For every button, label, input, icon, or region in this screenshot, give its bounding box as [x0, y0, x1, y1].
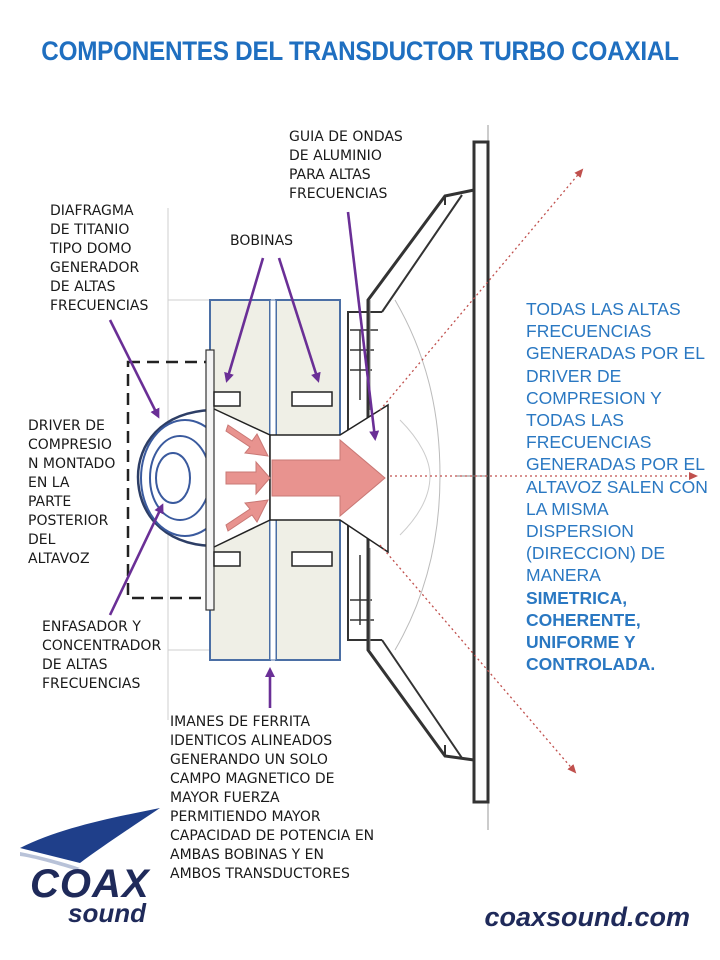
callout-arrows	[108, 211, 380, 708]
note-emphasis-1: SIMETRICA,	[526, 587, 628, 608]
logo-word-coax: COAX	[30, 862, 150, 906]
dispersion-note-text: TODAS LAS ALTAS FRECUENCIAS GENERADAS PO…	[526, 299, 708, 586]
note-emphasis-3: UNIFORME Y	[526, 632, 636, 653]
label-waveguide: GUIA DE ONDAS DE ALUMINIO PARA ALTAS FRE…	[289, 129, 403, 202]
coaxsound-logo: COAX sound	[20, 808, 170, 928]
logo-word-sound: sound	[68, 898, 146, 928]
note-emphasis-2: COHERENTE,	[526, 609, 641, 630]
sound-flow-arrows	[225, 424, 386, 532]
label-phase-plug: ENFASADOR Y CONCENTRADOR DE ALTAS FRECUE…	[42, 619, 162, 692]
dispersion-note: TODAS LAS ALTAS FRECUENCIAS GENERADAS PO…	[526, 298, 716, 675]
note-emphasis-4: CONTROLADA.	[526, 654, 656, 675]
label-ferrite-magnets: IMANES DE FERRITA IDENTICOS ALINEADOS GE…	[170, 714, 375, 882]
label-compression-driver: DRIVER DE COMPRESIO N MONTADO EN LA PART…	[28, 418, 116, 567]
dispersion-lines	[379, 168, 698, 774]
label-titanium-diaphragm: DIAFRAGMA DE TITANIO TIPO DOMO GENERADOR…	[50, 203, 149, 314]
voice-coils	[213, 391, 333, 567]
label-coils: BOBINAS	[230, 233, 294, 249]
logo-swoosh-icon	[20, 808, 160, 870]
page-title: COMPONENTES DEL TRANSDUCTOR TURBO COAXIA…	[41, 36, 679, 66]
website-url: coaxsound.com	[484, 902, 690, 932]
